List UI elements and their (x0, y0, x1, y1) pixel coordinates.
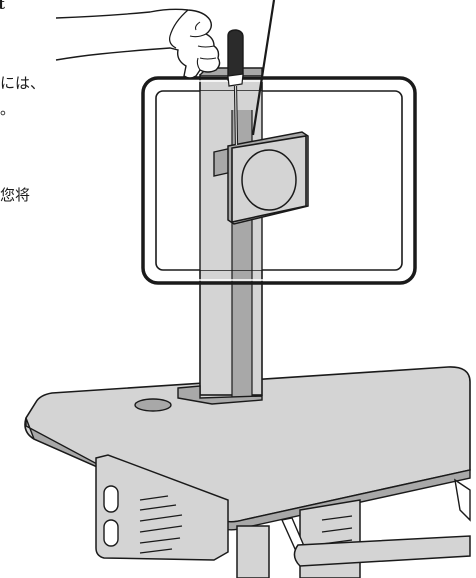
indicator-line (251, 0, 276, 136)
mount-plate (213, 131, 309, 225)
text-fragment-ni-wa: には、 (0, 74, 46, 92)
text-fragment-period: 。 (0, 100, 16, 118)
cable-grommet (134, 398, 172, 412)
screwdriver (227, 29, 244, 146)
hand (55, 8, 221, 79)
slot-1 (103, 485, 119, 513)
mount-circle (241, 149, 297, 211)
slot-2 (103, 519, 119, 547)
text-fragment-top: t (0, 0, 5, 13)
under-desk-basket (95, 454, 229, 561)
text-fragment-nin-jiang: 您将 (0, 186, 31, 204)
cart-handle (281, 478, 471, 567)
